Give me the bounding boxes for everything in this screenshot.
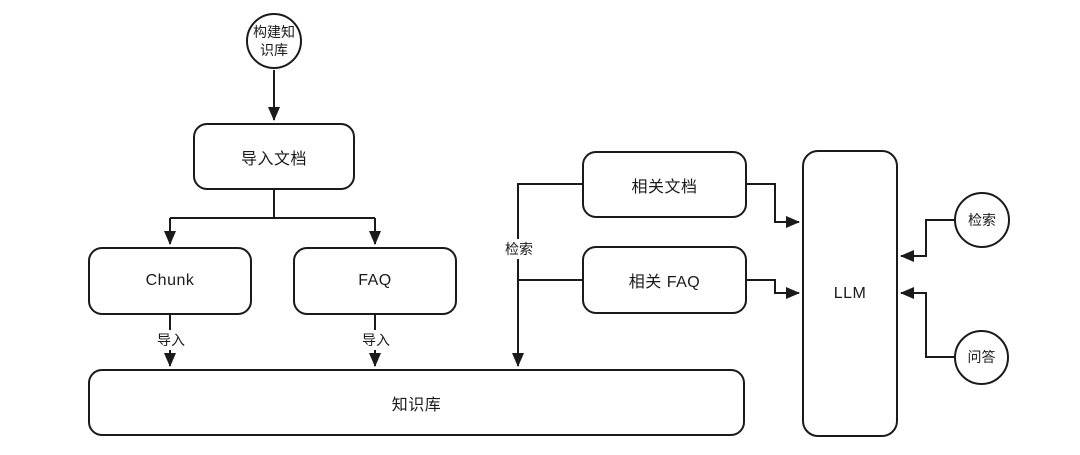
- node-retrieve-circle-label: 检索: [968, 211, 996, 228]
- node-related-faq: 相关 FAQ: [582, 246, 747, 314]
- node-chunk: Chunk: [88, 247, 252, 315]
- edge-qacircle-to-llm: [900, 287, 954, 358]
- edge-label-import-chunk: 导入: [154, 330, 188, 350]
- node-related-faq-label: 相关 FAQ: [628, 274, 701, 291]
- node-import-doc-label: 导入文档: [240, 150, 307, 168]
- node-qa-circle-label: 问答: [967, 349, 996, 366]
- node-build-knowledge-base-label: 构建知识库: [253, 23, 295, 58]
- node-retrieve-circle: 检索: [954, 192, 1010, 248]
- edge-relateddoc-to-llm: [747, 183, 800, 228]
- node-build-knowledge-base: 构建知识库: [246, 13, 302, 69]
- edge-retrieve-branch-to-kb: [512, 183, 582, 367]
- node-llm: LLM: [802, 150, 898, 437]
- node-llm-label: LLM: [833, 284, 867, 302]
- edge-retrievecircle-to-llm: [900, 219, 954, 262]
- node-related-doc: 相关文档: [582, 151, 747, 218]
- node-faq: FAQ: [293, 247, 457, 315]
- node-qa-circle: 问答: [954, 330, 1009, 385]
- node-import-doc: 导入文档: [193, 123, 355, 190]
- node-chunk-label: Chunk: [145, 272, 195, 289]
- node-related-doc-label: 相关文档: [631, 178, 698, 196]
- edge-label-retrieve: 检索: [502, 239, 536, 259]
- node-knowledge-base: 知识库: [88, 369, 745, 436]
- edge-relatedfaq-to-llm: [747, 279, 800, 299]
- edge-label-import-faq: 导入: [359, 330, 393, 350]
- node-knowledge-base-label: 知识库: [391, 396, 442, 414]
- node-faq-label: FAQ: [358, 272, 392, 289]
